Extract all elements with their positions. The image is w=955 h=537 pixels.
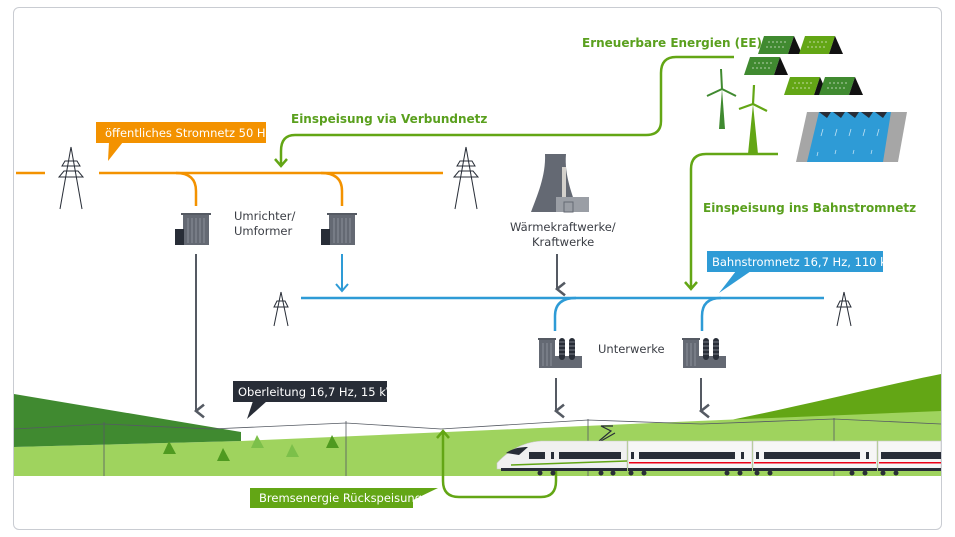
feed-rail-grid-label: Einspeisung ins Bahnstromnetz	[703, 201, 916, 215]
thermal-plant-label-line1: Wärmekraftwerke/	[510, 220, 616, 234]
power-pylon-icon	[836, 291, 852, 327]
power-pylon-icon	[453, 146, 479, 210]
rail-grid-line	[301, 296, 824, 331]
ice-train-icon	[496, 425, 941, 476]
public-grid-tag: öffentliches Stromnetz 50 Hz	[96, 122, 272, 161]
feed-via-interconnect-label: Einspeisung via Verbundnetz	[291, 112, 487, 126]
converter-label-line1: Umrichter/	[234, 209, 295, 223]
tree-icon	[286, 444, 299, 457]
power-pylon-icon	[58, 146, 84, 210]
diagram-card: öffentliches Stromnetz 50 Hz Umrichter/ …	[13, 7, 942, 530]
solar-panel-icon	[818, 76, 864, 96]
trees	[163, 435, 339, 461]
converter-to-rail-grid-arrow	[335, 254, 349, 293]
feed-via-interconnect-arrow	[274, 55, 734, 168]
thermal-plant-label-line2: Kraftwerke	[532, 235, 594, 249]
solar-panel-icon	[798, 35, 844, 55]
tree-icon	[326, 435, 339, 448]
rail-grid-label: Bahnstromnetz 16,7 Hz, 110 kV	[712, 255, 895, 269]
substations-label: Unterwerke	[598, 342, 665, 356]
tree-icon	[163, 441, 176, 454]
brake-energy-label: Bremsenergie Rückspeisung	[259, 491, 422, 505]
pantograph-icon	[598, 425, 616, 442]
tree-icon	[217, 448, 230, 461]
brake-energy-tag: Bremsenergie Rückspeisung	[250, 488, 438, 508]
substation-icon	[537, 337, 583, 369]
catenary-label: Oberleitung 16,7 Hz, 15 kV	[238, 385, 394, 399]
public-grid-label: öffentliches Stromnetz 50 Hz	[105, 126, 272, 140]
feed-rail-grid-arrow	[684, 152, 778, 291]
catenary-tag: Oberleitung 16,7 Hz, 15 kV	[233, 381, 394, 419]
converter-building-icon	[174, 212, 212, 246]
hydro-dam-icon	[796, 112, 907, 162]
power-pylon-icon	[273, 291, 289, 327]
cooling-tower-icon	[531, 154, 589, 213]
converter-label-line2: Umformer	[234, 224, 293, 238]
energy-flow-diagram: öffentliches Stromnetz 50 Hz Umrichter/ …	[14, 35, 941, 508]
substation-icon	[681, 337, 727, 369]
rail-grid-tag: Bahnstromnetz 16,7 Hz, 110 kV	[707, 251, 895, 293]
wind-turbine-icon	[706, 68, 737, 129]
solar-panel-icon	[757, 35, 803, 55]
ground-light-left	[14, 431, 241, 447]
hill-left-dark	[14, 394, 241, 432]
brake-energy-arrow	[436, 429, 558, 499]
public-grid-line	[16, 171, 443, 206]
renewables-label: Erneuerbare Energien (EE)	[582, 36, 762, 50]
converter-building-icon	[320, 212, 358, 246]
wind-turbine-icon	[738, 84, 768, 154]
tree-icon	[251, 435, 264, 448]
solar-panel-icon	[743, 56, 789, 76]
